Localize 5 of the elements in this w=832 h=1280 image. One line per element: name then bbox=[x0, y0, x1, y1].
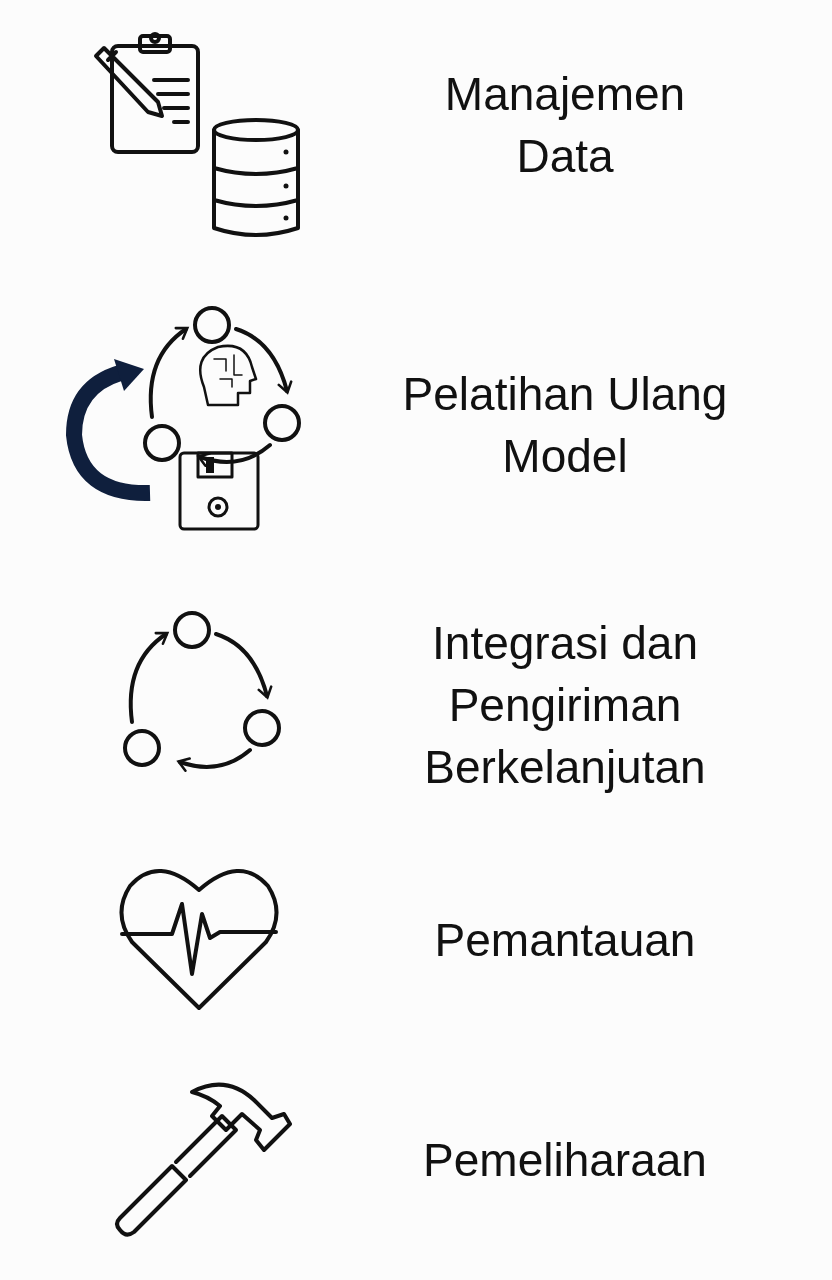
step-label: Pelatihan Ulang Model bbox=[401, 367, 729, 484]
step-label: Pemantauan bbox=[433, 913, 697, 968]
step-label: Pemeliharaan bbox=[422, 1133, 708, 1188]
step-label: Integrasi dan Pengiriman Berkelanjutan bbox=[423, 616, 707, 795]
step-label: Manajemen Data bbox=[443, 67, 687, 184]
